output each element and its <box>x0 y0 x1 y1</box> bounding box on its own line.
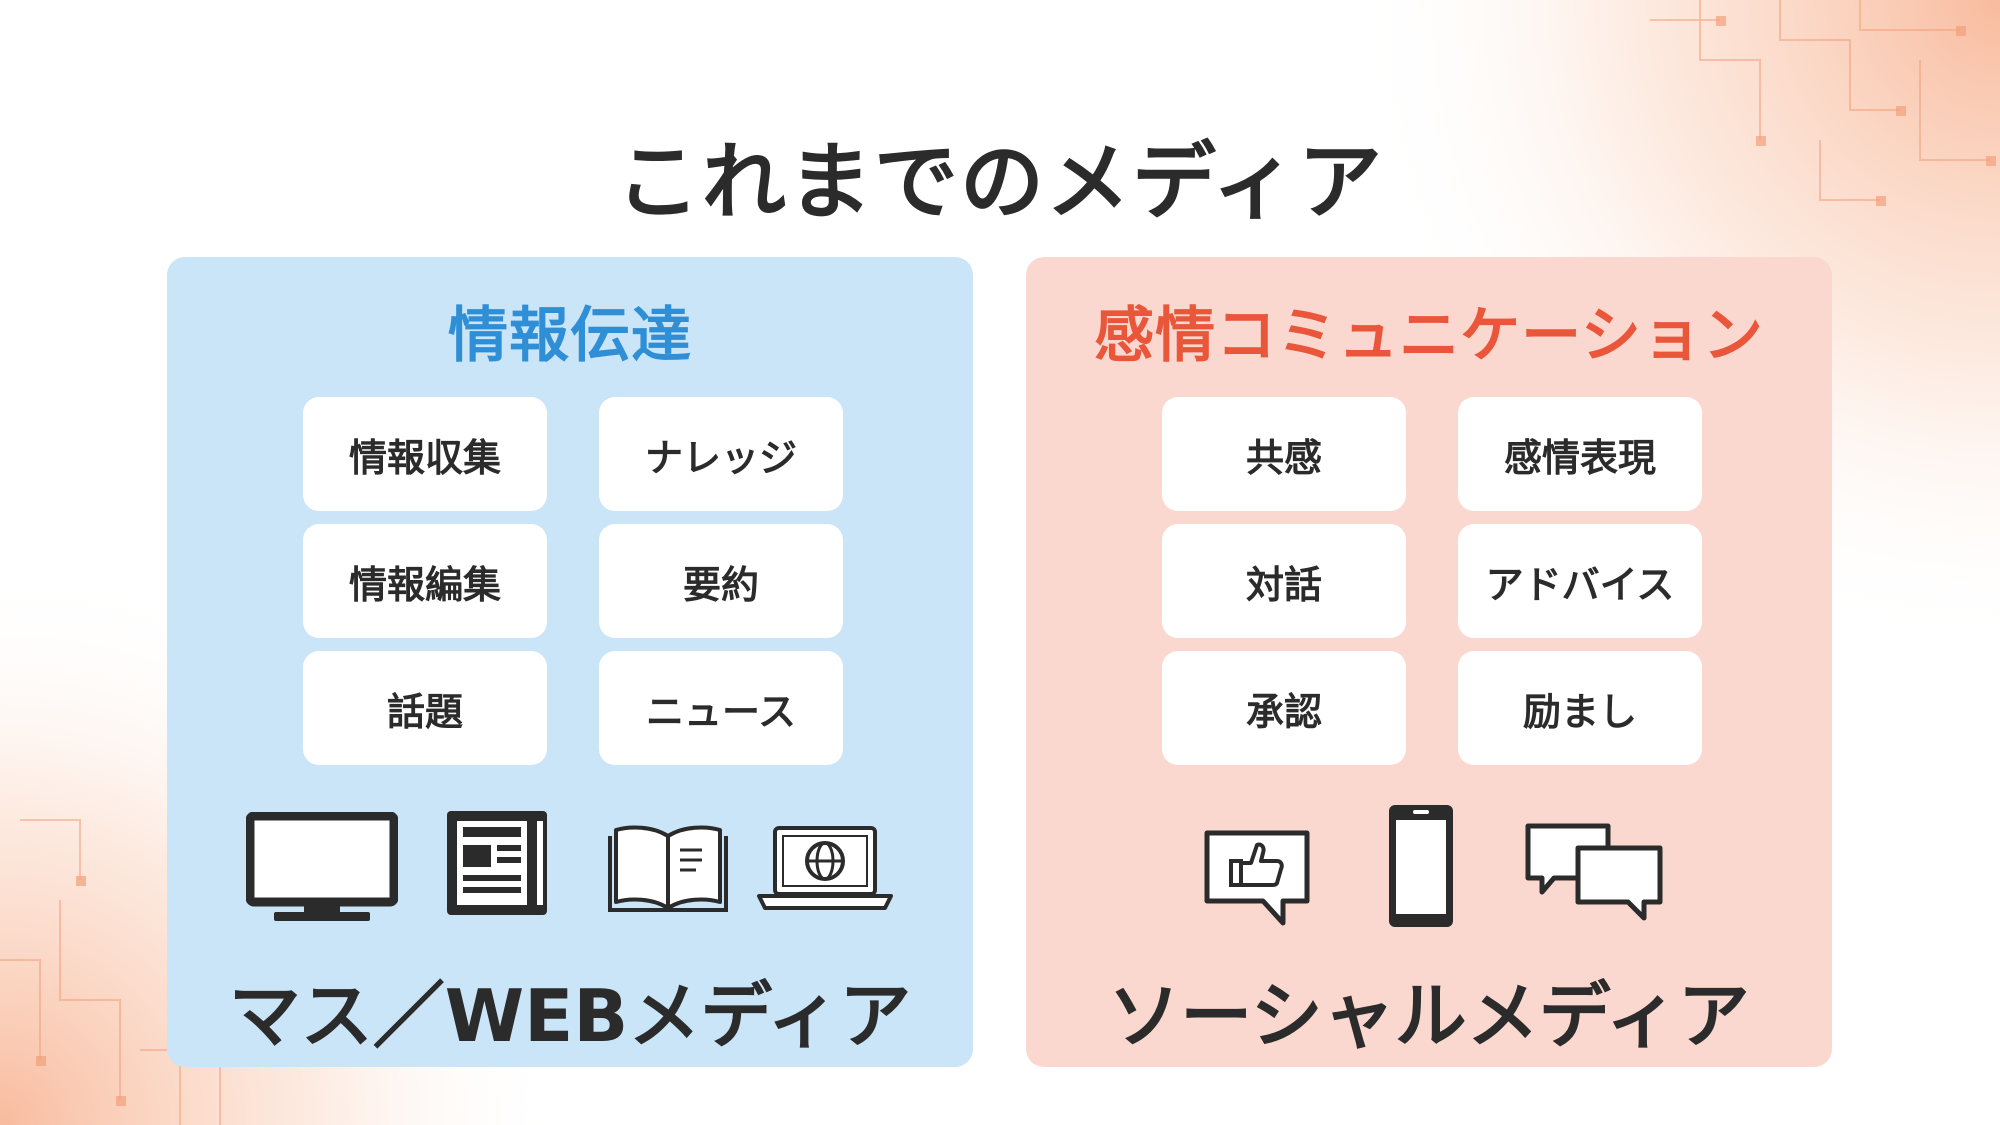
panel-footer-mass-web-media: マス／WEBメディア <box>228 974 912 1058</box>
keyword-chip: アドバイス <box>1458 524 1702 638</box>
keyword-chip: 承認 <box>1162 651 1406 765</box>
laptop-globe-icon <box>757 826 893 910</box>
keyword-chip: 励まし <box>1458 651 1702 765</box>
keyword-chip: 話題 <box>303 651 547 765</box>
tv-monitor-icon <box>246 812 398 921</box>
right-keyword-grid: 共感 感情表現 対話 アドバイス 承認 励まし <box>1162 397 1702 765</box>
keyword-chip: 情報収集 <box>303 397 547 511</box>
panel-heading-info-transfer: 情報伝達 <box>448 301 692 371</box>
left-media-icons <box>167 802 973 932</box>
keyword-chip: 感情表現 <box>1458 397 1702 511</box>
keyword-chip: 共感 <box>1162 397 1406 511</box>
chat-bubbles-icon <box>1525 823 1663 921</box>
newspaper-icon <box>447 811 547 915</box>
keyword-chip: ニュース <box>599 651 843 765</box>
smartphone-icon <box>1389 805 1453 927</box>
keyword-chip: ナレッジ <box>599 397 843 511</box>
keyword-chip: 要約 <box>599 524 843 638</box>
keyword-chip: 情報編集 <box>303 524 547 638</box>
keyword-chip: 対話 <box>1162 524 1406 638</box>
thumbs-up-message-icon <box>1204 830 1310 926</box>
panel-footer-social-media: ソーシャルメディア <box>1108 974 1750 1058</box>
mass-web-media-panel: 情報伝達 情報収集 ナレッジ 情報編集 要約 話題 ニュース <box>167 257 973 1067</box>
panel-heading-emotional-communication: 感情コミュニケーション <box>1094 301 1764 371</box>
left-keyword-grid: 情報収集 ナレッジ 情報編集 要約 話題 ニュース <box>303 397 843 765</box>
social-media-panel: 感情コミュニケーション 共感 感情表現 対話 アドバイス 承認 励まし ソーシャ… <box>1026 257 1832 1067</box>
open-book-icon <box>608 825 728 912</box>
right-media-icons <box>1026 802 1832 932</box>
slide-title: これまでのメディア <box>615 133 1385 231</box>
